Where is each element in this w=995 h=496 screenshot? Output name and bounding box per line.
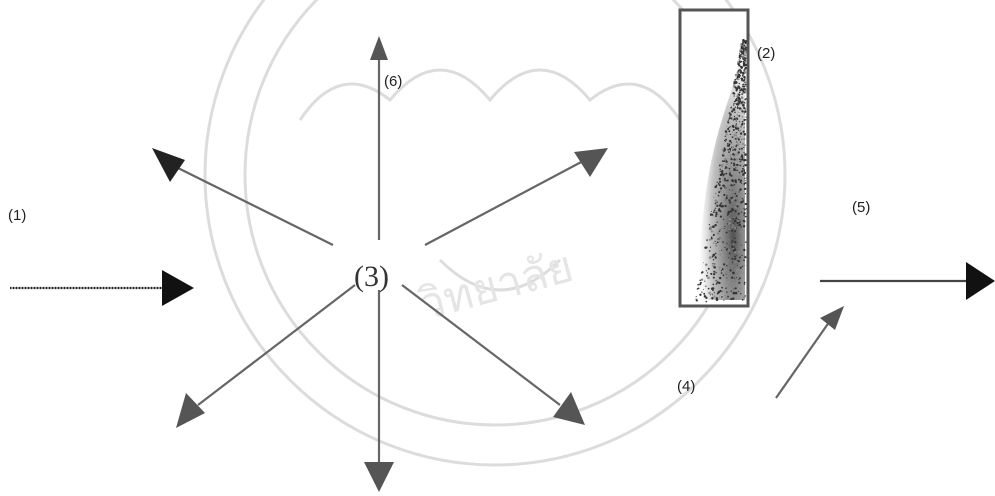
svg-text:วิทยาลัย: วิทยาลัย	[414, 241, 579, 331]
incident-arrowhead	[162, 270, 194, 306]
label-sample: (2)	[757, 45, 775, 62]
lower-right-arrowhead	[553, 392, 585, 425]
upper-right-arrowhead	[574, 148, 608, 177]
rays	[10, 36, 995, 492]
upper-right-ray	[424, 159, 586, 246]
sample-speckles	[695, 39, 747, 303]
lower-left-arrowhead	[176, 393, 205, 428]
downward-arrowhead	[364, 462, 394, 492]
label-upward: (6)	[384, 73, 402, 90]
label-transmitted: (5)	[852, 199, 870, 216]
lower-right-ray	[401, 284, 561, 406]
upper-left-ray	[177, 167, 334, 246]
upward-arrowhead	[370, 36, 388, 60]
upper-left-arrowhead	[152, 148, 185, 182]
secondary-ray	[775, 317, 833, 399]
secondary-arrowhead	[820, 306, 844, 330]
sample-box	[678, 8, 750, 308]
lower-left-ray	[197, 284, 356, 406]
transmitted-arrowhead	[966, 262, 995, 300]
label-incident: (1)	[8, 207, 26, 224]
label-secondary: (4)	[677, 378, 695, 395]
label-center: (3)	[354, 260, 389, 293]
